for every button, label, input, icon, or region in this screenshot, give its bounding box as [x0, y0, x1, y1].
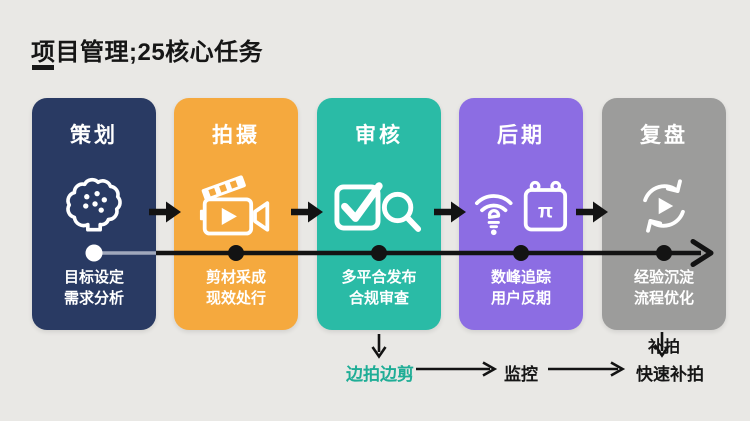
stage-title: 审核 [355, 124, 403, 147]
stage-label: 经验沉淀 流程优化 [633, 269, 694, 307]
stage-label: 数峰追踪 用户反期 [490, 269, 551, 307]
stage-title: 复盘 [640, 124, 688, 147]
brain-icon [32, 156, 156, 256]
stage-card-retrospective: 复盘 经验沉淀 流程优化 [602, 98, 726, 330]
svg-text:π: π [538, 200, 553, 222]
checkbox-magnifier-icon [317, 156, 441, 256]
title-underline [32, 65, 54, 70]
flow-label-quick-reshoot: 快速补拍 [636, 365, 704, 384]
stage-card-planning: 策划 目标设定 需求分析 [32, 98, 156, 330]
refresh-play-icon [602, 156, 726, 256]
stage-label: 多平合发布 合规审查 [341, 269, 417, 307]
flow-label-reshoot-tag: 补拍 [647, 339, 680, 356]
right-arrow-to-monitor-icon [416, 361, 498, 377]
stage-title: 后期 [497, 124, 545, 147]
stage-card-post: 后期 π 数峰追踪 用户反期 [459, 98, 583, 330]
flow-label-monitor: 监控 [504, 365, 538, 384]
down-arrow-from-review-icon [371, 334, 387, 359]
flow-label-shoot-and-edit: 边拍边剪 [346, 365, 414, 384]
right-arrow-to-reshoot-icon [548, 361, 626, 377]
stage-card-shooting: 拍摄 剪材采成 现效处行 [174, 98, 298, 330]
stage-label: 目标设定 需求分析 [63, 269, 124, 307]
stage-label: 剪材采成 现效处行 [205, 269, 266, 307]
video-camera-icon [174, 156, 298, 256]
wifi-calendar-icon: π [459, 156, 583, 256]
stage-title: 拍摄 [212, 124, 260, 147]
stage-card-review: 审核 多平合发布 合规审查 [317, 98, 441, 330]
stage-title: 策划 [70, 124, 118, 147]
page-title: 项目管理;25核心任务 [31, 39, 264, 66]
